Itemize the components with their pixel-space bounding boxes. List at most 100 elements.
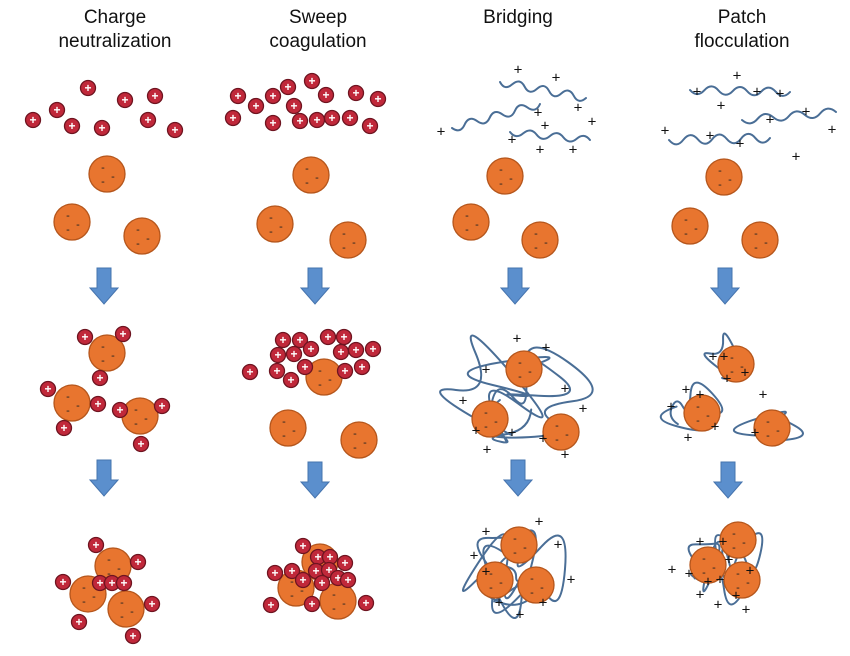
particle-body <box>486 157 524 195</box>
colloid-particle: --- <box>452 203 490 241</box>
plus-sign: + <box>536 142 545 159</box>
cation-body <box>353 358 371 376</box>
plus-sign: + <box>470 548 479 565</box>
cation-body <box>266 564 284 582</box>
minus-sign: - <box>766 416 770 428</box>
down-arrow-icon <box>88 267 120 305</box>
minus-sign: - <box>282 416 286 428</box>
cation: + <box>268 362 286 380</box>
plus-sign: + <box>709 349 718 366</box>
plus-sign: + <box>75 615 82 629</box>
cation: + <box>264 114 282 132</box>
colloid-particle: --- <box>256 205 294 243</box>
cation-body <box>91 369 109 387</box>
cation: + <box>285 97 303 115</box>
plus-sign: + <box>120 576 127 590</box>
plus-sign: + <box>84 81 91 95</box>
particle-body <box>292 156 330 194</box>
plus-sign: + <box>144 113 151 127</box>
minus-sign: - <box>718 165 722 177</box>
minus-sign: - <box>489 582 493 594</box>
plus-sign: + <box>68 119 75 133</box>
colloid-particle: --- <box>107 590 145 628</box>
minus-sign: - <box>766 430 770 442</box>
minus-sign: - <box>484 421 488 433</box>
plus-sign: + <box>358 360 365 374</box>
minus-sign: - <box>534 228 538 240</box>
minus-sign: - <box>66 405 70 417</box>
polymer-chain <box>451 103 541 132</box>
minus-sign: - <box>120 611 124 623</box>
plus-sign: + <box>567 572 576 589</box>
cation: + <box>336 362 354 380</box>
cation: + <box>332 343 350 361</box>
plus-sign: + <box>53 103 60 117</box>
cation: + <box>139 111 157 129</box>
minus-sign: - <box>518 371 522 383</box>
polymer-chain <box>741 107 837 125</box>
minus-sign: - <box>494 416 498 428</box>
cation-body <box>24 111 42 129</box>
plus-sign: + <box>495 595 504 612</box>
plus-sign: + <box>29 113 36 127</box>
colloid-particle: --- <box>476 561 514 599</box>
cation: + <box>283 562 301 580</box>
minus-sign: - <box>332 603 336 615</box>
plus-sign: + <box>508 132 517 149</box>
cation: + <box>89 395 107 413</box>
plus-sign: + <box>459 393 468 410</box>
cation: + <box>115 574 133 592</box>
minus-sign: - <box>92 591 96 603</box>
cation: + <box>323 109 341 127</box>
particle-body <box>500 526 538 564</box>
colloid-particle: --- <box>269 409 307 447</box>
plus-sign: + <box>346 111 353 125</box>
minus-sign: - <box>732 542 736 554</box>
minus-sign: - <box>315 172 319 184</box>
plus-sign: + <box>234 89 241 103</box>
minus-sign: - <box>144 413 148 425</box>
plus-sign: + <box>290 99 297 113</box>
cation-body <box>146 87 164 105</box>
minus-sign: - <box>499 164 503 176</box>
cation-body <box>303 72 321 90</box>
plus-sign: + <box>792 149 801 166</box>
plus-sign: + <box>352 343 359 357</box>
plus-sign: + <box>508 425 517 442</box>
title-bridging: Bridging <box>428 6 608 30</box>
plus-sign: + <box>81 330 88 344</box>
cation-body <box>114 325 132 343</box>
plus-sign: + <box>337 345 344 359</box>
plus-sign: + <box>483 442 492 459</box>
plus-sign: + <box>288 564 295 578</box>
minus-sign: - <box>107 554 111 566</box>
plus-sign: + <box>229 111 236 125</box>
minus-sign: - <box>518 357 522 369</box>
colloid-particle: --- <box>719 521 757 559</box>
polymer-chain <box>659 381 724 432</box>
plus-sign: + <box>59 575 66 589</box>
colloid-particle: --- <box>683 394 721 432</box>
cation-body <box>268 362 286 380</box>
minus-sign: - <box>76 400 80 412</box>
cation-body <box>139 111 157 129</box>
minus-sign: - <box>730 352 734 364</box>
plus-sign: + <box>374 92 381 106</box>
cation-body <box>285 97 303 115</box>
minus-sign: - <box>332 589 336 601</box>
cation-body <box>262 596 280 614</box>
minus-sign: - <box>696 415 700 427</box>
cation: + <box>294 537 312 555</box>
plus-sign: + <box>759 387 768 404</box>
cation-body <box>282 371 300 389</box>
plus-sign: + <box>482 362 491 379</box>
cation: + <box>224 109 242 127</box>
cation: + <box>282 371 300 389</box>
cation-body <box>70 613 88 631</box>
plus-sign: + <box>741 365 750 382</box>
cation-body <box>285 345 303 363</box>
minus-sign: - <box>282 430 286 442</box>
cation-body <box>55 419 73 437</box>
plus-sign: + <box>569 142 578 159</box>
